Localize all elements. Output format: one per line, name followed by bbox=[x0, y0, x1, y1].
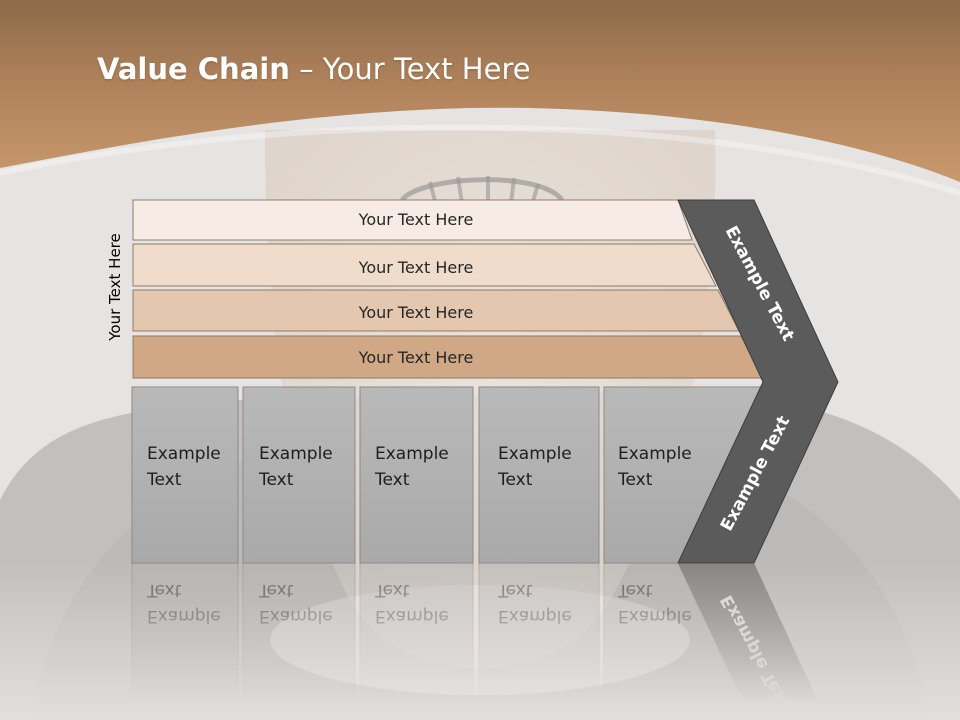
row-2-bar bbox=[132, 243, 717, 287]
row-2: Your Text Here bbox=[132, 243, 717, 287]
activity-box-2-line1: Example bbox=[259, 444, 333, 464]
reflection-box-1-line1: Example bbox=[147, 606, 221, 626]
reflection-box-5-line1: Example bbox=[618, 606, 692, 626]
reflection-box-1-line2: Text bbox=[146, 580, 182, 600]
activity-box-1: Example Text bbox=[131, 386, 239, 564]
activity-box-3-line2: Text bbox=[374, 470, 410, 490]
row-4: Your Text Here bbox=[132, 335, 764, 379]
diagram-reflection: Example Text Example Text Example Text E… bbox=[131, 562, 827, 720]
row-3: Your Text Here bbox=[132, 289, 740, 332]
activity-box-4-line2: Text bbox=[497, 470, 533, 490]
activity-box-1-line2: Text bbox=[146, 470, 182, 490]
reflection-box-3-line2: Text bbox=[374, 580, 410, 600]
activity-box-1-line1: Example bbox=[147, 444, 221, 464]
row-1: Your Text Here bbox=[132, 199, 693, 241]
reflection-box-4-line1: Example bbox=[498, 606, 572, 626]
activity-box-4-line1: Example bbox=[498, 444, 572, 464]
title-bold: Value Chain bbox=[97, 52, 290, 86]
row-1-bar bbox=[132, 199, 693, 241]
activity-box-5-line2: Text bbox=[617, 470, 653, 490]
activity-box-3: Example Text bbox=[359, 386, 474, 564]
title-rest: – Your Text Here bbox=[289, 52, 531, 86]
row-4-label: Your Text Here bbox=[358, 348, 474, 367]
activity-box-2: Example Text bbox=[242, 386, 356, 564]
row-3-label: Your Text Here bbox=[358, 303, 474, 322]
row-1-label: Your Text Here bbox=[358, 210, 474, 229]
activity-box-2-line2: Text bbox=[258, 470, 294, 490]
reflection-box-5-line2: Text bbox=[617, 580, 653, 600]
reflection-box-2-line1: Example bbox=[259, 606, 333, 626]
activity-box-5: Example Text bbox=[603, 386, 762, 564]
activity-box-4: Example Text bbox=[478, 386, 600, 564]
row-2-label: Your Text Here bbox=[358, 258, 474, 277]
slide-title: Value Chain – Your Text Here bbox=[97, 52, 531, 86]
reflection-box-2-line2: Text bbox=[258, 580, 294, 600]
activity-box-3-line1: Example bbox=[375, 444, 449, 464]
reflection-box-4-line2: Text bbox=[497, 580, 533, 600]
reflection-box-3-line1: Example bbox=[375, 606, 449, 626]
activity-box-5-line1: Example bbox=[618, 444, 692, 464]
